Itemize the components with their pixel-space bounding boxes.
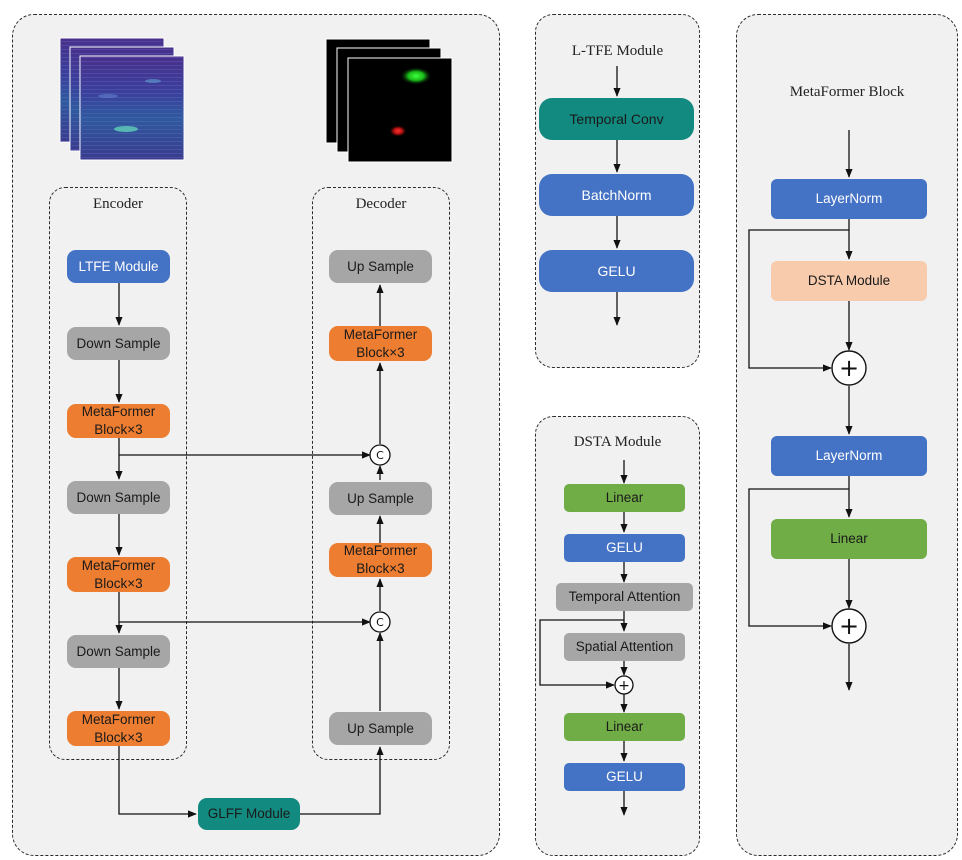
metaformer-residual-add-node-2: + xyxy=(831,608,867,644)
metaformer-block-panel xyxy=(736,14,958,856)
output-heatmap-stack-image xyxy=(325,38,453,163)
decoder-up-sample-block-mid: Up Sample xyxy=(329,482,432,515)
dsta-gelu-block-2: GELU xyxy=(564,763,685,791)
ltfe-batchnorm-block: BatchNorm xyxy=(539,174,694,216)
glff-module-block: GLFF Module xyxy=(198,798,300,830)
encoder-metaformer-block-2: MetaFormer Block×3 xyxy=(67,557,170,592)
svg-text:C: C xyxy=(376,616,384,629)
svg-text:C: C xyxy=(376,449,384,462)
encoder-ltfe-module-block: LTFE Module xyxy=(67,250,170,283)
metaformer-dsta-module-block: DSTA Module xyxy=(771,261,927,301)
concat-node-2: C xyxy=(369,611,391,633)
dsta-temporal-attention-block: Temporal Attention xyxy=(556,583,693,611)
input-spectrogram-stack-image xyxy=(59,37,185,161)
encoder-down-sample-block-1: Down Sample xyxy=(67,327,170,360)
ltfe-gelu-block: GELU xyxy=(539,250,694,292)
decoder-panel xyxy=(312,187,450,760)
metaformer-residual-add-node-1: + xyxy=(831,350,867,386)
encoder-title: Encoder xyxy=(93,196,143,212)
dsta-residual-add-node: + xyxy=(614,675,634,695)
dsta-linear-block-1: Linear xyxy=(564,484,685,512)
metaformer-layernorm-block-2: LayerNorm xyxy=(771,436,927,476)
encoder-down-sample-block-2: Down Sample xyxy=(67,481,170,514)
svg-text:+: + xyxy=(839,612,859,640)
decoder-metaformer-block-mid: MetaFormer Block×3 xyxy=(329,543,432,577)
dsta-spatial-attention-block: Spatial Attention xyxy=(564,633,685,661)
decoder-title: Decoder xyxy=(355,196,407,212)
encoder-metaformer-block-3: MetaFormer Block×3 xyxy=(67,711,170,746)
svg-text:+: + xyxy=(618,678,630,694)
encoder-panel xyxy=(49,187,187,760)
dsta-linear-block-2: Linear xyxy=(564,713,685,741)
metaformer-linear-block: Linear xyxy=(771,519,927,559)
metaformer-layernorm-block-1: LayerNorm xyxy=(771,179,927,219)
svg-text:+: + xyxy=(839,354,859,382)
concat-node-1: C xyxy=(369,444,391,466)
decoder-up-sample-block-bottom: Up Sample xyxy=(329,712,432,745)
metaformer-block-title: MetaFormer Block xyxy=(789,84,905,100)
ltfe-module-title: L-TFE Module xyxy=(571,43,664,59)
dsta-module-title: DSTA Module xyxy=(573,434,662,450)
ltfe-temporal-conv-block: Temporal Conv xyxy=(539,98,694,140)
encoder-down-sample-block-3: Down Sample xyxy=(67,635,170,668)
encoder-metaformer-block-1: MetaFormer Block×3 xyxy=(67,404,170,438)
decoder-metaformer-block-top: MetaFormer Block×3 xyxy=(329,326,432,361)
dsta-gelu-block-1: GELU xyxy=(564,534,685,562)
decoder-up-sample-block-top: Up Sample xyxy=(329,250,432,283)
